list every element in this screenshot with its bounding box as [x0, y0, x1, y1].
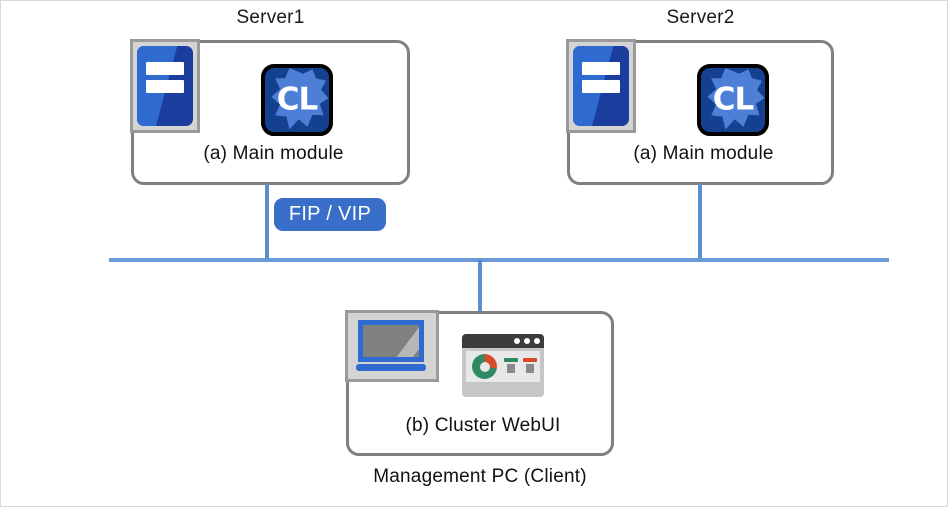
monitor-base [356, 364, 426, 371]
server-rack-icon-body [137, 46, 193, 126]
cl-logo-label: CL [276, 81, 319, 118]
dashboard-widget-2 [523, 358, 537, 373]
dashboard-widget-2-cap [523, 358, 537, 362]
dashboard-widget-2-stem [526, 364, 534, 373]
donut-chart-icon [472, 354, 497, 379]
browser-dot-1 [514, 338, 520, 344]
management-pc-label: Management PC (Client) [373, 466, 587, 487]
clusterpro-cl-logo-icon: CL [697, 64, 769, 136]
server-rack-icon-bar-1 [581, 62, 621, 75]
browser-titlebar [462, 334, 544, 348]
browser-dot-2 [524, 338, 530, 344]
management-pc-network-link [478, 260, 482, 312]
browser-page-area [466, 351, 540, 382]
server-rack-icon-bar-2 [145, 79, 185, 93]
monitor-icon [345, 310, 439, 382]
server-rack-icon [130, 39, 200, 133]
server-rack-icon [566, 39, 636, 133]
cl-logo-label: CL [712, 81, 755, 118]
server2-title: Server2 [666, 7, 735, 28]
fip-vip-badge: FIP / VIP [274, 198, 386, 231]
server1-title: Server1 [236, 7, 305, 28]
network-bus-line [109, 258, 889, 262]
server1-network-link [265, 184, 269, 262]
clusterpro-cl-logo-icon: CL [261, 64, 333, 136]
server1-caption: (a) Main module [203, 143, 344, 164]
dashboard-widget-1-cap [504, 358, 518, 362]
dashboard-widget-1-stem [507, 364, 515, 373]
server-rack-icon-bar-1 [145, 62, 185, 75]
management-pc-box: (b) Cluster WebUI [345, 310, 614, 456]
browser-dashboard-icon [462, 334, 544, 397]
browser-dot-3 [534, 338, 540, 344]
management-pc-caption: (b) Cluster WebUI [405, 415, 561, 436]
server1-box: CL (a) Main module [130, 39, 410, 185]
monitor-screen [358, 320, 424, 362]
server-rack-icon-bar-2 [581, 79, 621, 93]
server2-caption: (a) Main module [633, 143, 774, 164]
dashboard-widget-1 [504, 358, 518, 373]
server2-network-link [698, 184, 702, 262]
server-rack-icon-body [573, 46, 629, 126]
server2-box: CL (a) Main module [566, 39, 834, 185]
